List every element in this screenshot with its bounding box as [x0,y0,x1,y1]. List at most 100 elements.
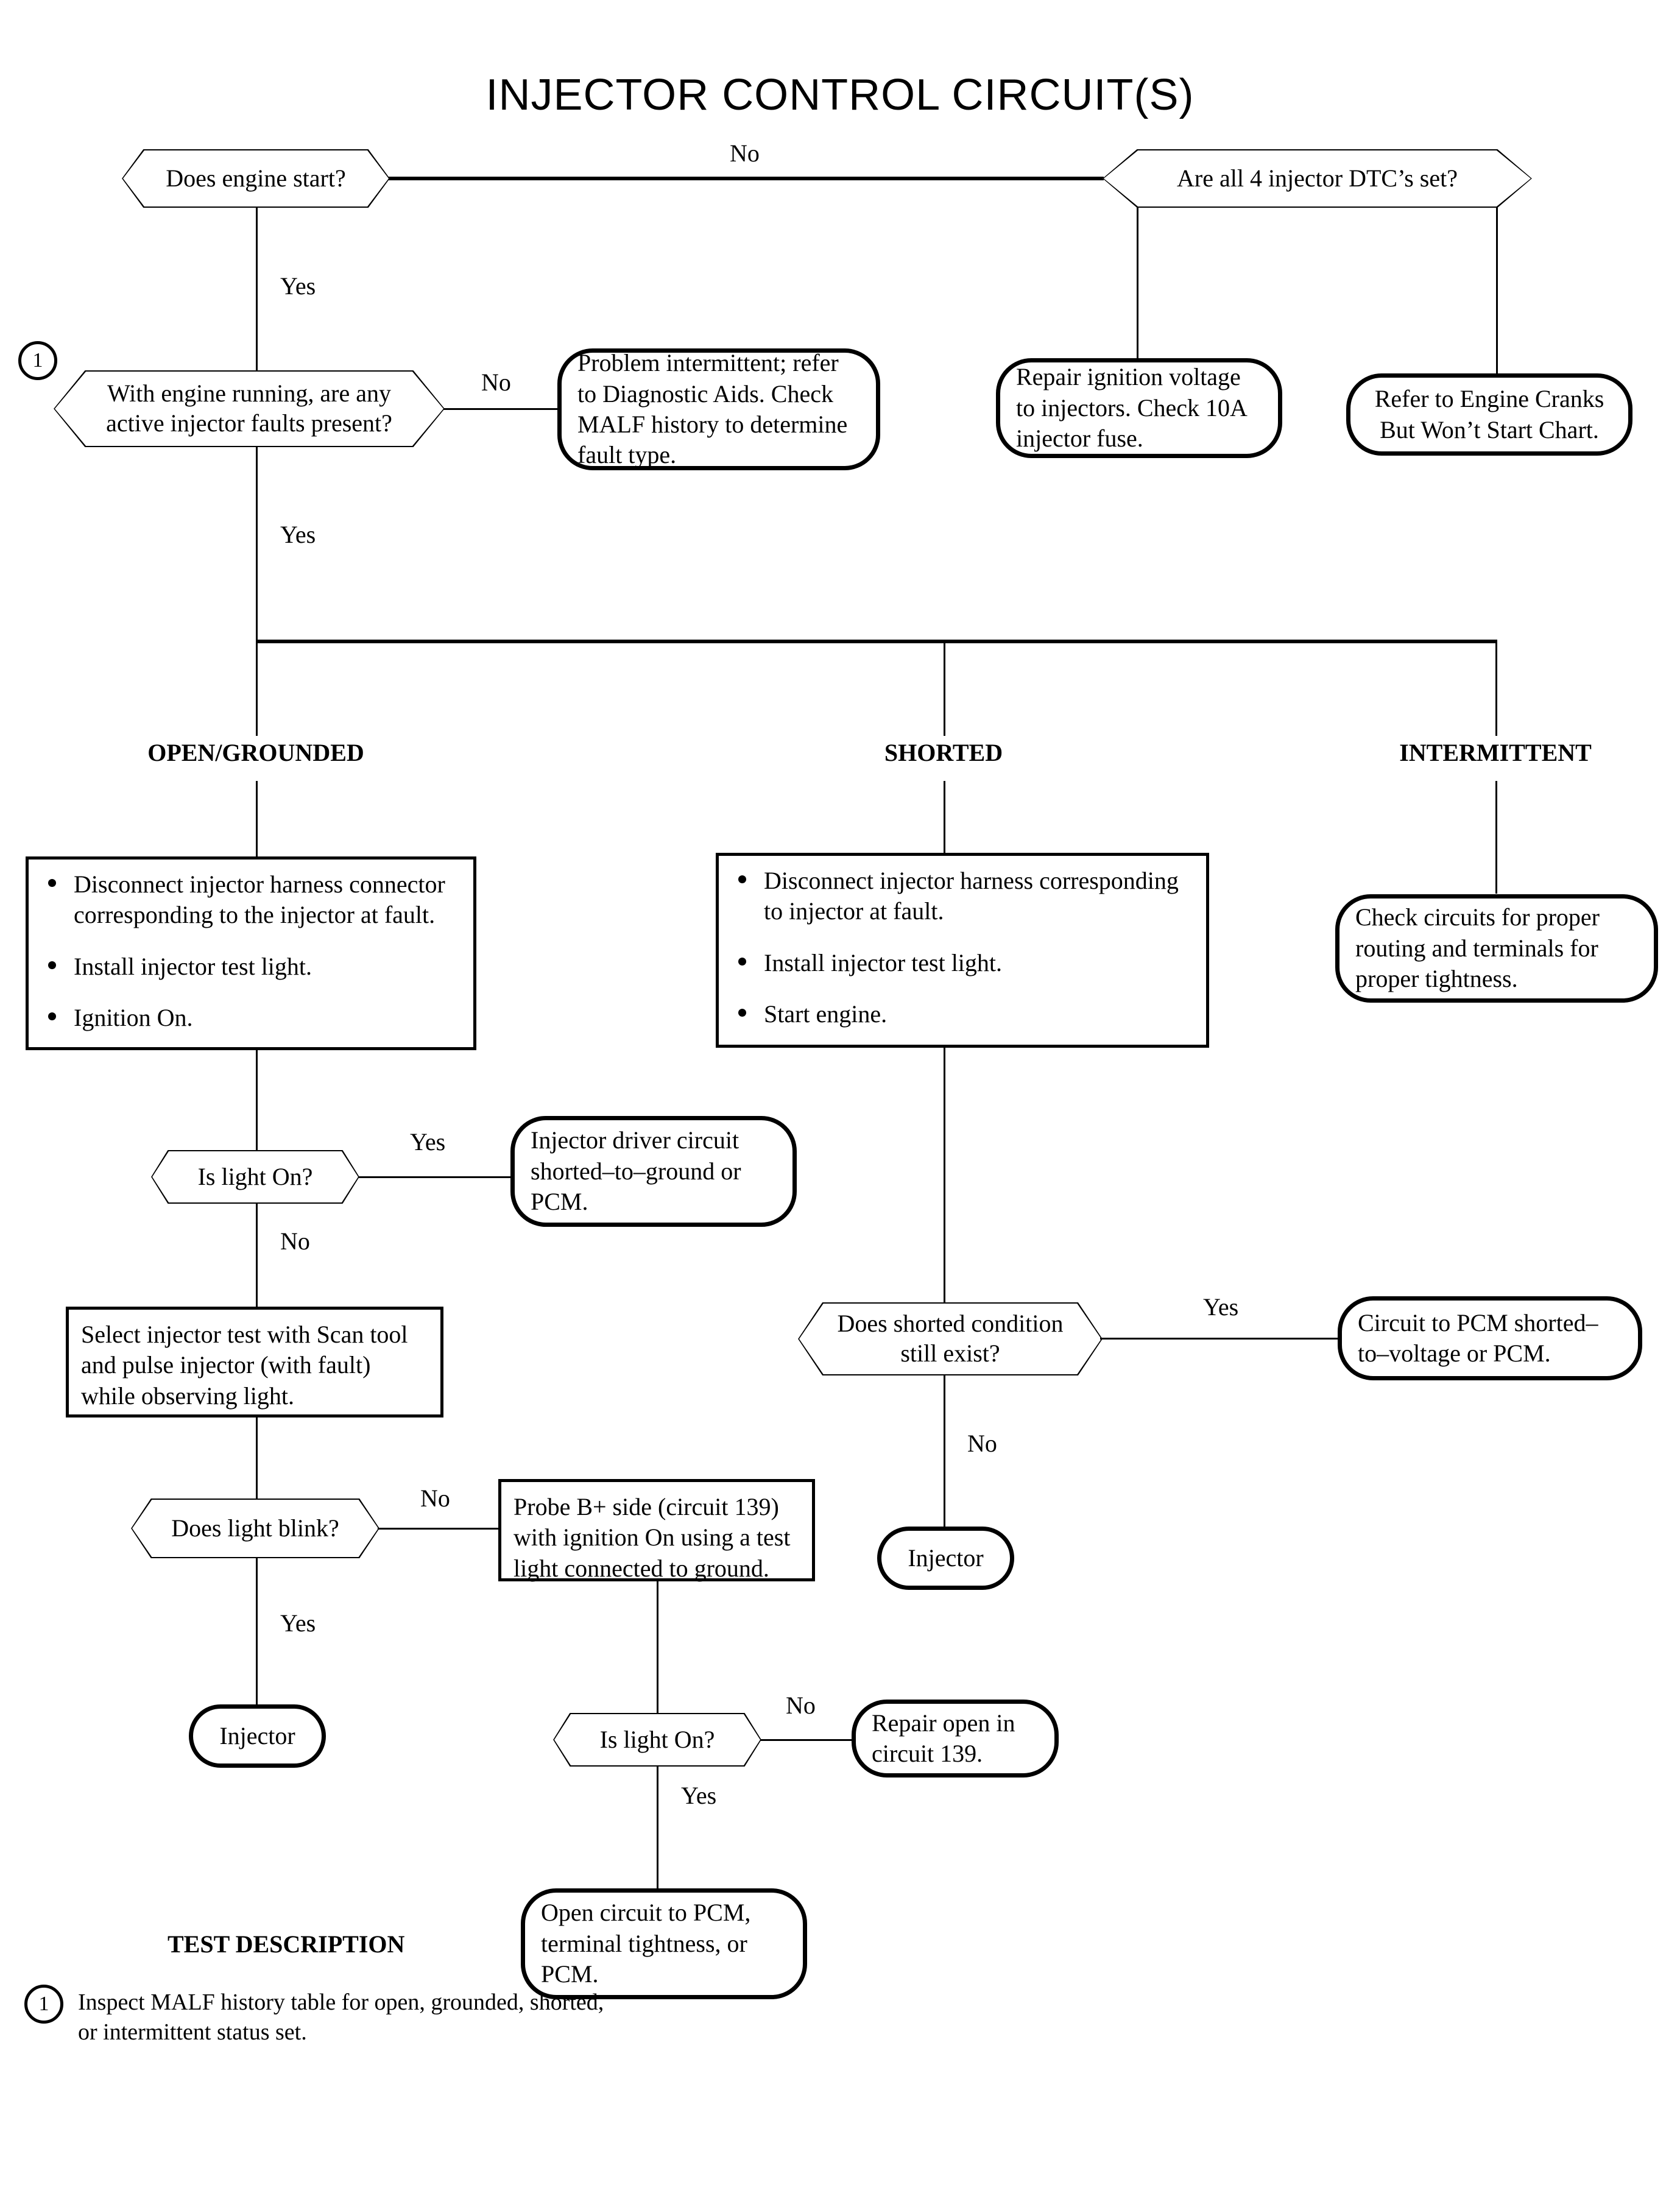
hex-face [55,372,443,446]
leg-shorted [944,641,945,736]
list-item-label: Start engine. [764,1000,888,1028]
edge-label-is-light-on-1-no: No [280,1227,310,1255]
terminator-label: Open circuit to PCM, terminal tightness,… [541,1899,751,1988]
process-select-injector-test[interactable]: Select injector test with Scan tool and … [66,1307,443,1417]
decision-label: Are all 4 injector DTC’s set? [1177,164,1458,192]
terminator-label: Repair open in circuit 139. [872,1709,1015,1767]
edge-is-light-on-1-no [256,1204,258,1307]
column-heading-shorted: SHORTED [884,739,1003,766]
test-description-heading: TEST DESCRIPTION [168,1930,405,1958]
terminator-injector-shorted-branch[interactable]: Injector [877,1527,1014,1590]
terminator-label: Injector [219,1721,295,1749]
edge-dtc-to-repair-ignition [1137,207,1138,359]
list-item-label: Ignition On. [74,1004,193,1032]
edge-label-is-light-on-2-yes: Yes [681,1782,717,1809]
edge-active-faults-no [443,408,559,410]
edge-label-active-faults-no: No [481,369,511,396]
decision-label: Does light blink? [171,1514,339,1542]
edge-label-is-light-on-1-yes: Yes [410,1128,446,1156]
edge-shorted-still-exist-no [944,1375,945,1527]
process-probe-b-plus[interactable]: Probe B+ side (circuit 139) with ignitio… [498,1479,815,1582]
step-list: Disconnect injector harness connector co… [41,869,461,1034]
list-item: Install injector test light. [731,948,1194,978]
column-heading-open-grounded: OPEN/GROUNDED [147,739,364,766]
edge-select-test-to-does-light-blink [256,1417,258,1530]
terminator-label: Injector driver circuit shorted–to–groun… [531,1126,741,1216]
terminator-label: Repair ignition voltage to injectors. Ch… [1016,363,1246,453]
edge-is-light-on-2-no [760,1739,855,1741]
decision-label: Does engine start? [166,164,346,192]
terminator-injector-driver-shorted[interactable]: Injector driver circuit shorted–to–groun… [510,1116,797,1227]
edge-is-light-on-1-yes [358,1176,512,1178]
process-shorted-steps[interactable]: Disconnect injector harness correspondin… [716,853,1209,1048]
edge-probe-to-is-light-on-2 [657,1581,658,1715]
edge-label-is-light-on-2-no: No [786,1692,816,1719]
leg-shorted-to-box [944,781,945,858]
edge-does-light-blink-no [378,1528,499,1530]
hex-face [1104,150,1531,207]
terminator-label: Refer to Engine Cranks But Won’t Start C… [1374,385,1604,443]
edge-label-shorted-still-exist-yes: Yes [1203,1293,1239,1321]
hex-face [123,150,389,207]
terminator-label: Injector [908,1544,984,1572]
edge-label-does-light-blink-no: No [420,1485,450,1512]
edge-label-engine-start-no: No [730,139,760,167]
decision-label: Does shorted condition still exist? [837,1310,1064,1367]
decision-active-injector-faults[interactable]: With engine running, are any active inje… [54,370,445,447]
list-item: Start engine. [731,999,1194,1029]
list-item-label: Disconnect injector harness connector co… [74,870,445,929]
decision-does-light-blink[interactable]: Does light blink? [131,1499,379,1558]
terminator-circuit-to-pcm-shorted[interactable]: Circuit to PCM shorted–to–voltage or PCM… [1338,1296,1642,1380]
column-heading-intermittent: INTERMITTENT [1399,739,1592,766]
terminator-check-circuits[interactable]: Check circuits for proper routing and te… [1335,894,1658,1003]
terminator-label: Circuit to PCM shorted–to–voltage or PCM… [1358,1308,1598,1367]
bullet-icon [738,875,746,883]
bullet-icon [738,1009,746,1017]
decision-label: Is light On? [599,1725,715,1753]
decision-are-all-4-dtcs-set[interactable]: Are all 4 injector DTC’s set? [1103,149,1532,208]
bullet-icon [48,1012,56,1021]
decision-label: With engine running, are any active inje… [106,380,392,437]
hex-face [132,1500,378,1557]
decision-label: Is light On? [197,1162,313,1190]
hex-face [799,1304,1101,1374]
edge-box-to-is-light-on-1 [256,1049,258,1151]
decision-is-light-on-1[interactable]: Is light On? [151,1150,359,1204]
process-label: Probe B+ side (circuit 139) with ignitio… [514,1493,791,1582]
edge-active-faults-yes [256,446,258,642]
terminator-problem-intermittent[interactable]: Problem intermittent; refer to Diagnosti… [557,348,880,470]
list-item-label: Disconnect injector harness correspondin… [764,867,1179,925]
leg-intermittent [1495,641,1497,736]
list-item: Disconnect injector harness correspondin… [731,866,1194,927]
terminator-label: Check circuits for proper routing and te… [1355,903,1600,993]
terminator-repair-open-139[interactable]: Repair open in circuit 139. [852,1700,1059,1778]
bullet-icon [738,957,746,966]
terminator-injector-open-branch[interactable]: Injector [189,1704,326,1768]
test-description-note: Inspect MALF history table for open, gro… [78,1989,604,2045]
edge-does-light-blink-yes [256,1558,258,1704]
edge-label-active-faults-yes: Yes [280,521,316,548]
leg-open-grounded [256,641,258,736]
leg-open-grounded-to-box [256,781,258,858]
terminator-refer-engine-cranks[interactable]: Refer to Engine Cranks But Won’t Start C… [1346,373,1632,456]
decision-does-engine-start[interactable]: Does engine start? [122,149,390,208]
page-title: INJECTOR CONTROL CIRCUIT(S) [485,71,1195,119]
list-item: Disconnect injector harness connector co… [41,869,461,931]
edge-label-engine-start-yes: Yes [280,272,316,300]
list-item-label: Install injector test light. [764,948,1003,976]
terminator-label: Problem intermittent; refer to Diagnosti… [577,349,848,469]
list-item: Install injector test light. [41,951,461,982]
edge-is-light-on-2-yes [657,1767,658,1888]
note-marker-1: 1 [18,341,57,380]
edge-label-does-light-blink-yes: Yes [280,1609,316,1637]
decision-shorted-still-exist[interactable]: Does shorted condition still exist? [798,1302,1103,1375]
decision-is-light-on-2[interactable]: Is light On? [553,1713,761,1767]
list-item: Ignition On. [41,1003,461,1033]
terminator-repair-ignition-voltage[interactable]: Repair ignition voltage to injectors. Ch… [996,358,1282,458]
process-open-grounded-steps[interactable]: Disconnect injector harness connector co… [26,856,476,1050]
bullet-icon [48,961,56,969]
terminator-open-circuit-pcm[interactable]: Open circuit to PCM, terminal tightness,… [521,1888,807,1999]
edge-label-shorted-still-exist-no: No [967,1430,997,1457]
edge-dtc-to-engine-cranks [1496,207,1498,374]
